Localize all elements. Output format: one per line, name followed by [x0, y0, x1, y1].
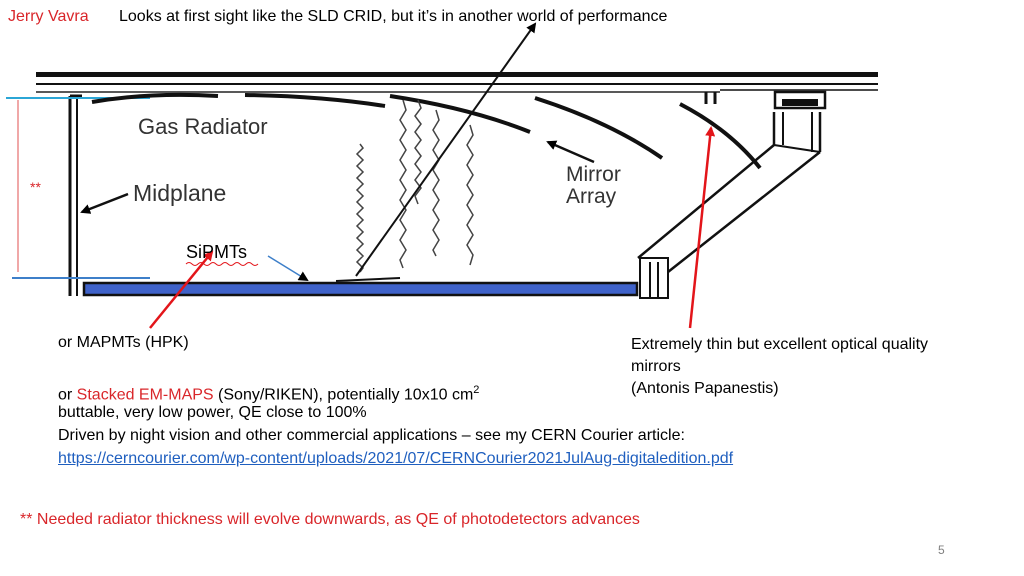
footnote: ** Needed radiator thickness will evolve… — [20, 511, 640, 528]
stacked-note: or Stacked EM-MAPS (Sony/RIKEN), potenti… — [58, 379, 479, 406]
mirror-4 — [534, 96, 664, 160]
mirrors-note-line2: mirrors — [631, 358, 681, 375]
photon-zigzag-4 — [432, 109, 440, 257]
photon-zigzag-5 — [466, 124, 474, 266]
red-arrow-sipmt — [149, 250, 214, 329]
diagonal-duct-upper — [637, 144, 775, 259]
mirror-label: Mirror — [566, 163, 621, 186]
stacked-rest: (Sony/RIKEN), potentially 10x10 cm — [213, 386, 474, 404]
red-arrow-mirror — [688, 126, 716, 329]
stacked-highlight: Stacked EM-MAPS — [76, 386, 214, 404]
array-label: Array — [566, 185, 617, 208]
mapmts-note: or MAPMTs (HPK) — [58, 334, 189, 351]
diagonal-duct-lower — [667, 151, 821, 273]
detector-plane — [82, 281, 639, 297]
double-star-label: ** — [30, 179, 41, 195]
slide-title: Looks at first sight like the SLD CRID, … — [119, 8, 668, 25]
midplane-arrow — [80, 192, 129, 214]
page-number: 5 — [938, 543, 945, 557]
midplane-label: Midplane — [133, 180, 226, 206]
mirrors-note-line3: (Antonis Papanestis) — [631, 380, 779, 397]
mirror-1 — [91, 92, 219, 104]
sipmt-arrow — [267, 255, 309, 282]
top-plate — [36, 72, 878, 77]
buttable-note: buttable, very low power, QE close to 10… — [58, 404, 367, 421]
stacked-sup: 2 — [473, 384, 480, 396]
charged-track-arrow — [355, 22, 537, 277]
author-name: Jerry Vavra — [8, 8, 89, 25]
gas-radiator-label: Gas Radiator — [138, 114, 268, 139]
cern-courier-link[interactable]: https://cerncourier.com/wp-content/uploa… — [58, 450, 734, 467]
sipmts-label: SiPMTs — [186, 242, 247, 262]
mirror-2 — [244, 93, 386, 108]
right-housing — [773, 90, 827, 110]
mirrors-note-line1: Extremely thin but excellent optical qua… — [631, 336, 929, 353]
driven-note: Driven by night vision and other commerc… — [58, 427, 685, 444]
mirror-array-arrow — [546, 140, 595, 164]
mirror-3 — [389, 94, 531, 134]
photon-zigzag-2 — [399, 99, 407, 269]
sipmts-squiggle — [185, 262, 259, 266]
photon-zigzag-1 — [355, 143, 365, 273]
stacked-prefix: or — [58, 386, 77, 404]
mirror-5 — [679, 102, 762, 170]
